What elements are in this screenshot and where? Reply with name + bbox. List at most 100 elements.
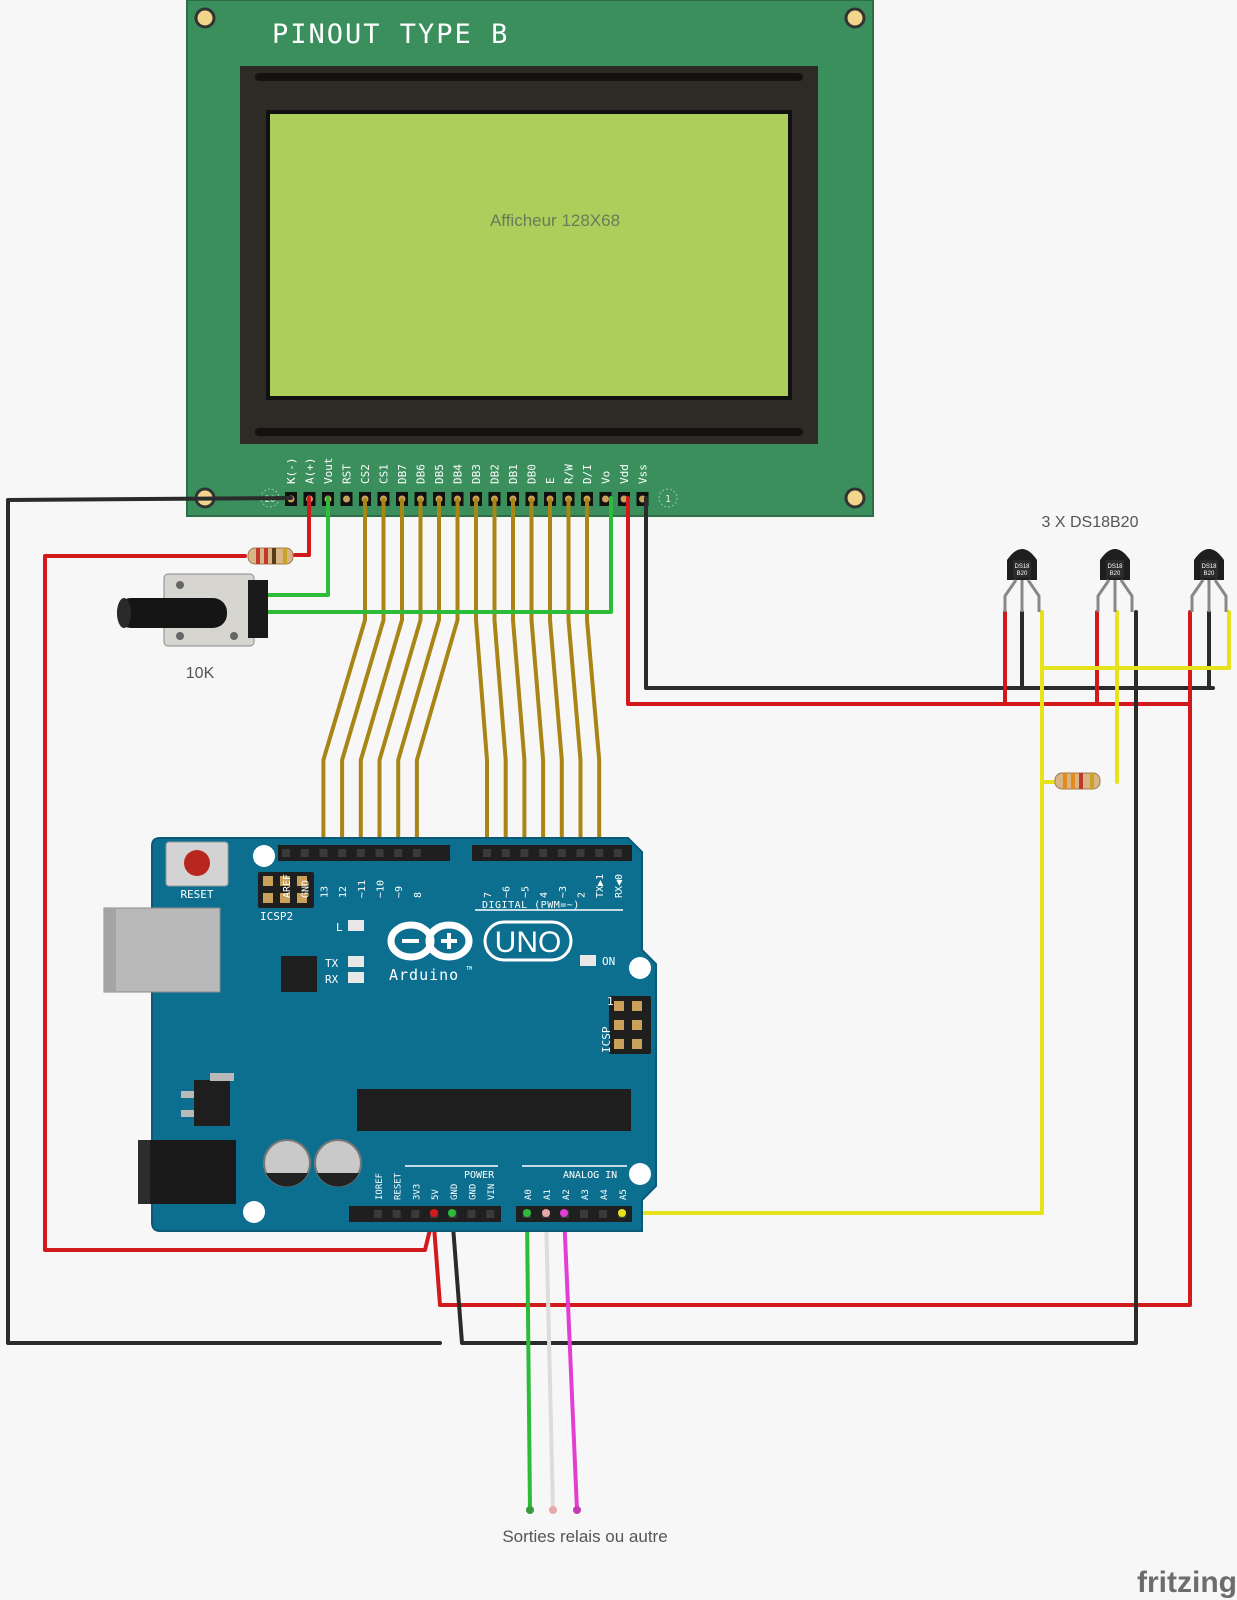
data-bus-wires xyxy=(319,498,603,857)
bus-wire xyxy=(377,498,423,854)
lcd-pin-label: Vo xyxy=(600,471,613,484)
wire-out-a2 xyxy=(562,1211,579,1512)
sensor-chip-text: B20 xyxy=(1017,571,1028,577)
bus-wire xyxy=(396,498,441,854)
capacitor xyxy=(314,1139,362,1187)
ds18b20-sensor: DS18B20 xyxy=(1190,549,1228,612)
lcd-pin-label: E xyxy=(544,477,557,484)
sensor-chip-text: B20 xyxy=(1204,571,1215,577)
bus-wire xyxy=(511,498,527,854)
power-pin-label: IOREF xyxy=(375,1173,385,1200)
wire-gnd-return xyxy=(450,686,1138,1345)
wire-data-bus xyxy=(1040,610,1231,670)
bus-wire xyxy=(340,498,386,854)
digital-pin xyxy=(576,849,585,857)
bus-wire xyxy=(548,498,564,854)
mount-hole xyxy=(629,957,651,979)
wire-resistor-5v xyxy=(43,554,436,1252)
reset-label: RESET xyxy=(180,888,213,901)
lcd-pin-label: Vss xyxy=(637,464,650,484)
wire-backlight-5v xyxy=(293,496,311,557)
analog-pin-label: A1 xyxy=(543,1189,553,1200)
digital-pin xyxy=(520,849,529,857)
model-label: UNO xyxy=(495,926,562,959)
lcd-pin-label: A(+) xyxy=(304,458,317,485)
lcd-pin-label: DB6 xyxy=(415,464,428,484)
digital-pin xyxy=(338,849,347,857)
lcd-pin-label: DB0 xyxy=(526,464,539,484)
digital-pin-label: 12 xyxy=(338,886,349,898)
digital-pin xyxy=(375,849,384,857)
uno-badge xyxy=(483,920,573,962)
power-pin-label: RESET xyxy=(394,1172,404,1200)
wire-out-a1 xyxy=(544,1211,555,1512)
capacitor xyxy=(263,1139,311,1187)
lcd-pin-label: Vdd xyxy=(618,464,631,484)
led-l-label: L xyxy=(336,921,343,934)
analog-pin-label: A3 xyxy=(581,1189,591,1200)
digital-pin-label: 13 xyxy=(319,886,330,898)
sensor-chip-text: DS18 xyxy=(1014,564,1030,570)
arduino-trademark: TM xyxy=(466,966,472,972)
chip xyxy=(281,956,317,992)
mount-hole xyxy=(194,7,216,29)
wire-vout-pot xyxy=(260,496,330,597)
potentiometer-label: 10K xyxy=(186,665,215,682)
lcd-pin-label: DB1 xyxy=(507,464,520,484)
led-tx xyxy=(348,956,364,967)
bus-wire xyxy=(474,498,489,854)
arduino-uno: RESET ICSP2 L TX RX ON Arduino TM xyxy=(103,837,657,1232)
sensor-chip-text: DS18 xyxy=(1107,564,1123,570)
digital-pin-label: GND xyxy=(301,880,312,898)
bus-wire xyxy=(358,498,404,854)
icsp2-header xyxy=(258,872,314,908)
analog-label: ANALOG IN xyxy=(563,1170,617,1181)
icsp-label: ICSP xyxy=(600,1026,613,1053)
lcd-title: PINOUT TYPE B xyxy=(272,19,509,50)
analog-pin xyxy=(599,1210,607,1218)
lcd-pin-label: RST xyxy=(341,464,354,484)
analog-pin-label: A0 xyxy=(524,1189,534,1200)
power-pin-label: VIN xyxy=(487,1184,497,1200)
lcd-module: PINOUT TYPE B Afficheur 128X68 K(-)A(+)V… xyxy=(186,0,874,517)
backlight-resistor xyxy=(247,547,294,565)
lcd-pin-label: DB4 xyxy=(452,464,465,484)
analog-pin-label: A5 xyxy=(619,1189,629,1200)
power-pin xyxy=(392,1210,401,1218)
led-rx-label: RX xyxy=(325,973,339,986)
bus-wire xyxy=(529,498,546,854)
bus-wire xyxy=(414,498,460,854)
digital-pin xyxy=(501,849,510,857)
power-label: POWER xyxy=(464,1170,495,1181)
analog-pin-label: A4 xyxy=(600,1189,610,1200)
pin-number-last: 1 xyxy=(665,494,671,505)
wire-out-a0 xyxy=(525,1211,532,1512)
digital-pin xyxy=(483,849,491,857)
led-l xyxy=(348,920,364,931)
bus-wire xyxy=(321,498,367,854)
icsp-header xyxy=(609,996,651,1054)
digital-pin-label: ~6 xyxy=(502,886,513,898)
power-pin-label: GND xyxy=(450,1184,460,1200)
led-on-label: ON xyxy=(602,955,615,968)
lcd-pin-label: DB5 xyxy=(433,464,446,484)
sensor-chip-text: B20 xyxy=(1110,571,1121,577)
lcd-pin-label: D/I xyxy=(581,464,594,484)
voltage-regulator xyxy=(194,1080,230,1126)
digital-pin xyxy=(356,849,365,857)
digital-pin-label: 7 xyxy=(483,892,494,898)
digital-pin-label: AREF xyxy=(282,874,293,898)
digital-pin-label: ~3 xyxy=(558,886,569,898)
digital-pin xyxy=(539,849,548,857)
wires xyxy=(6,496,1231,1514)
power-pin-label: 5V xyxy=(431,1189,441,1200)
reset-button-cap[interactable] xyxy=(184,850,210,876)
arduino-wordmark: Arduino xyxy=(389,966,459,984)
usb-connector xyxy=(103,907,221,993)
led-tx-label: TX xyxy=(325,957,339,970)
digital-pin-label: ~10 xyxy=(376,880,387,898)
power-jack xyxy=(138,1140,236,1204)
